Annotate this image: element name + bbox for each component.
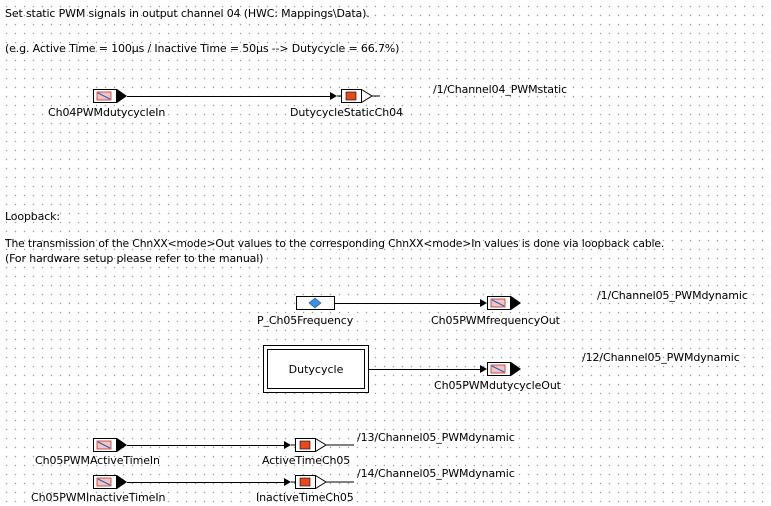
- out-port-icon[interactable]: [291, 438, 355, 452]
- dutycycle-label: Dutycycle: [288, 362, 344, 376]
- freq-out-label: Ch05PWMfrequencyOut: [431, 314, 560, 327]
- out-port-icon[interactable]: [291, 475, 355, 489]
- duty-out-label: Ch05PWMdutycycleOut: [434, 379, 561, 392]
- ch04-in-label: Ch04PWMdutycycleIn: [48, 106, 166, 119]
- freq-in-label: P_Ch05Frequency: [257, 314, 354, 327]
- inactive-path[interactable]: /14/Channel05_PWMdynamic: [357, 467, 515, 480]
- arrow-freq: [480, 299, 487, 307]
- param-port-icon[interactable]: [296, 296, 336, 310]
- arrow-ch04: [330, 92, 337, 100]
- arrow-inactive: [284, 478, 291, 486]
- arrow-duty: [480, 365, 487, 373]
- wire-active: [127, 445, 286, 446]
- arrow-active: [284, 441, 291, 449]
- inactive-in-label: Ch05PWMInactiveTimeIn: [31, 491, 166, 504]
- in-port-icon[interactable]: [93, 89, 129, 103]
- out-port-icon[interactable]: [487, 296, 523, 310]
- note-line1: Set static PWM signals in output channel…: [5, 7, 370, 20]
- note-line2: (e.g. Active Time = 100µs / Inactive Tim…: [5, 42, 400, 55]
- loopback-line2: (For hardware setup please refer to the …: [5, 252, 264, 265]
- wire-ch04: [127, 96, 332, 97]
- active-path[interactable]: /13/Channel05_PWMdynamic: [357, 431, 515, 444]
- ch04-path[interactable]: /1/Channel04_PWMstatic: [433, 83, 568, 96]
- freq-path[interactable]: /1/Channel05_PWMdynamic: [597, 289, 748, 302]
- duty-path[interactable]: /12/Channel05_PWMdynamic: [582, 351, 740, 364]
- dutycycle-block[interactable]: Dutycycle: [263, 345, 369, 393]
- wire-freq: [335, 303, 482, 304]
- active-in-label: Ch05PWMActiveTimeIn: [35, 454, 160, 467]
- wire-duty: [369, 369, 482, 370]
- ch04-out-label: DutycycleStaticCh04: [290, 106, 403, 119]
- in-port-icon[interactable]: [93, 438, 129, 452]
- in-port-icon[interactable]: [93, 475, 129, 489]
- inactive-out-label: InactiveTimeCh05: [256, 491, 354, 504]
- loopback-line1: The transmission of the ChnXX<mode>Out v…: [5, 237, 665, 250]
- out-port-icon[interactable]: [487, 362, 523, 376]
- wire-inactive: [127, 482, 286, 483]
- out-port-icon[interactable]: [337, 89, 381, 103]
- active-out-label: ActiveTimeCh05: [262, 454, 351, 467]
- loopback-title: Loopback:: [5, 210, 60, 223]
